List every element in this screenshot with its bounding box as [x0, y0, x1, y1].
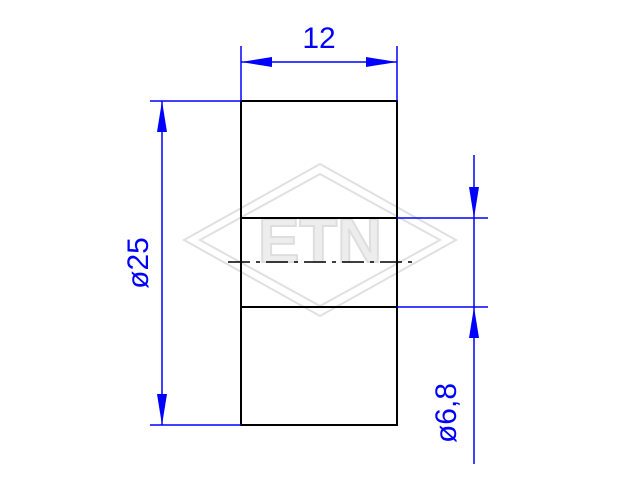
width-dimension-label: 12 — [302, 22, 335, 55]
bore-diameter-dimension — [397, 155, 488, 464]
part-outline — [228, 100, 412, 426]
outer-diameter-dimension — [150, 100, 241, 426]
width-dimension — [240, 46, 398, 101]
width-arrow-right — [366, 57, 397, 67]
outer-arrow-top — [157, 101, 167, 132]
outer-arrow-bottom — [157, 394, 167, 425]
bore-arrow-top — [469, 187, 479, 218]
width-arrow-left — [241, 57, 272, 67]
bore-arrow-bottom — [469, 307, 479, 338]
part-body — [240, 100, 398, 426]
bore-diameter-label: ø6,8 — [430, 383, 463, 443]
etn-watermark-logo: ETN — [181, 162, 459, 318]
outer-diameter-label: ø25 — [122, 237, 155, 289]
